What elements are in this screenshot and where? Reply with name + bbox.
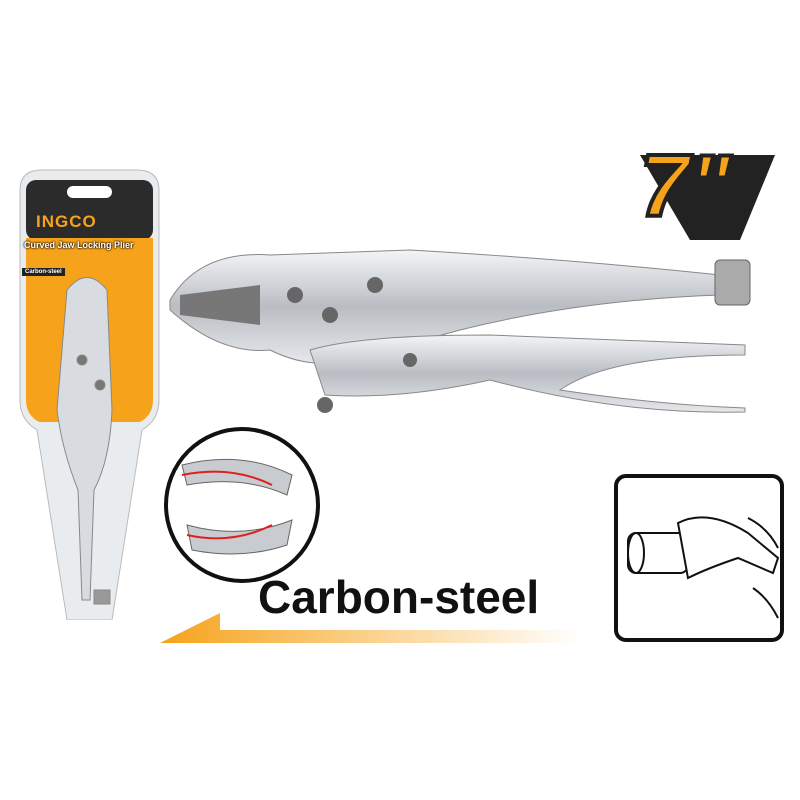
pipe-grip-icon bbox=[627, 516, 780, 619]
package-illustration bbox=[19, 169, 160, 620]
usage-illustration bbox=[614, 474, 784, 642]
arrow-graphic bbox=[160, 613, 580, 643]
size-badge-frame bbox=[640, 155, 775, 240]
package-title: Curved Jaw Locking Plier bbox=[24, 240, 134, 250]
package-brand-logo: INGCO bbox=[36, 212, 97, 231]
package-badge: Carbon-steel bbox=[22, 268, 65, 276]
locking-plier-photo bbox=[169, 249, 751, 413]
jaw-detail-circle bbox=[164, 427, 320, 583]
material-label: Carbon-steel bbox=[258, 571, 540, 623]
size-label: 7" bbox=[638, 136, 733, 235]
